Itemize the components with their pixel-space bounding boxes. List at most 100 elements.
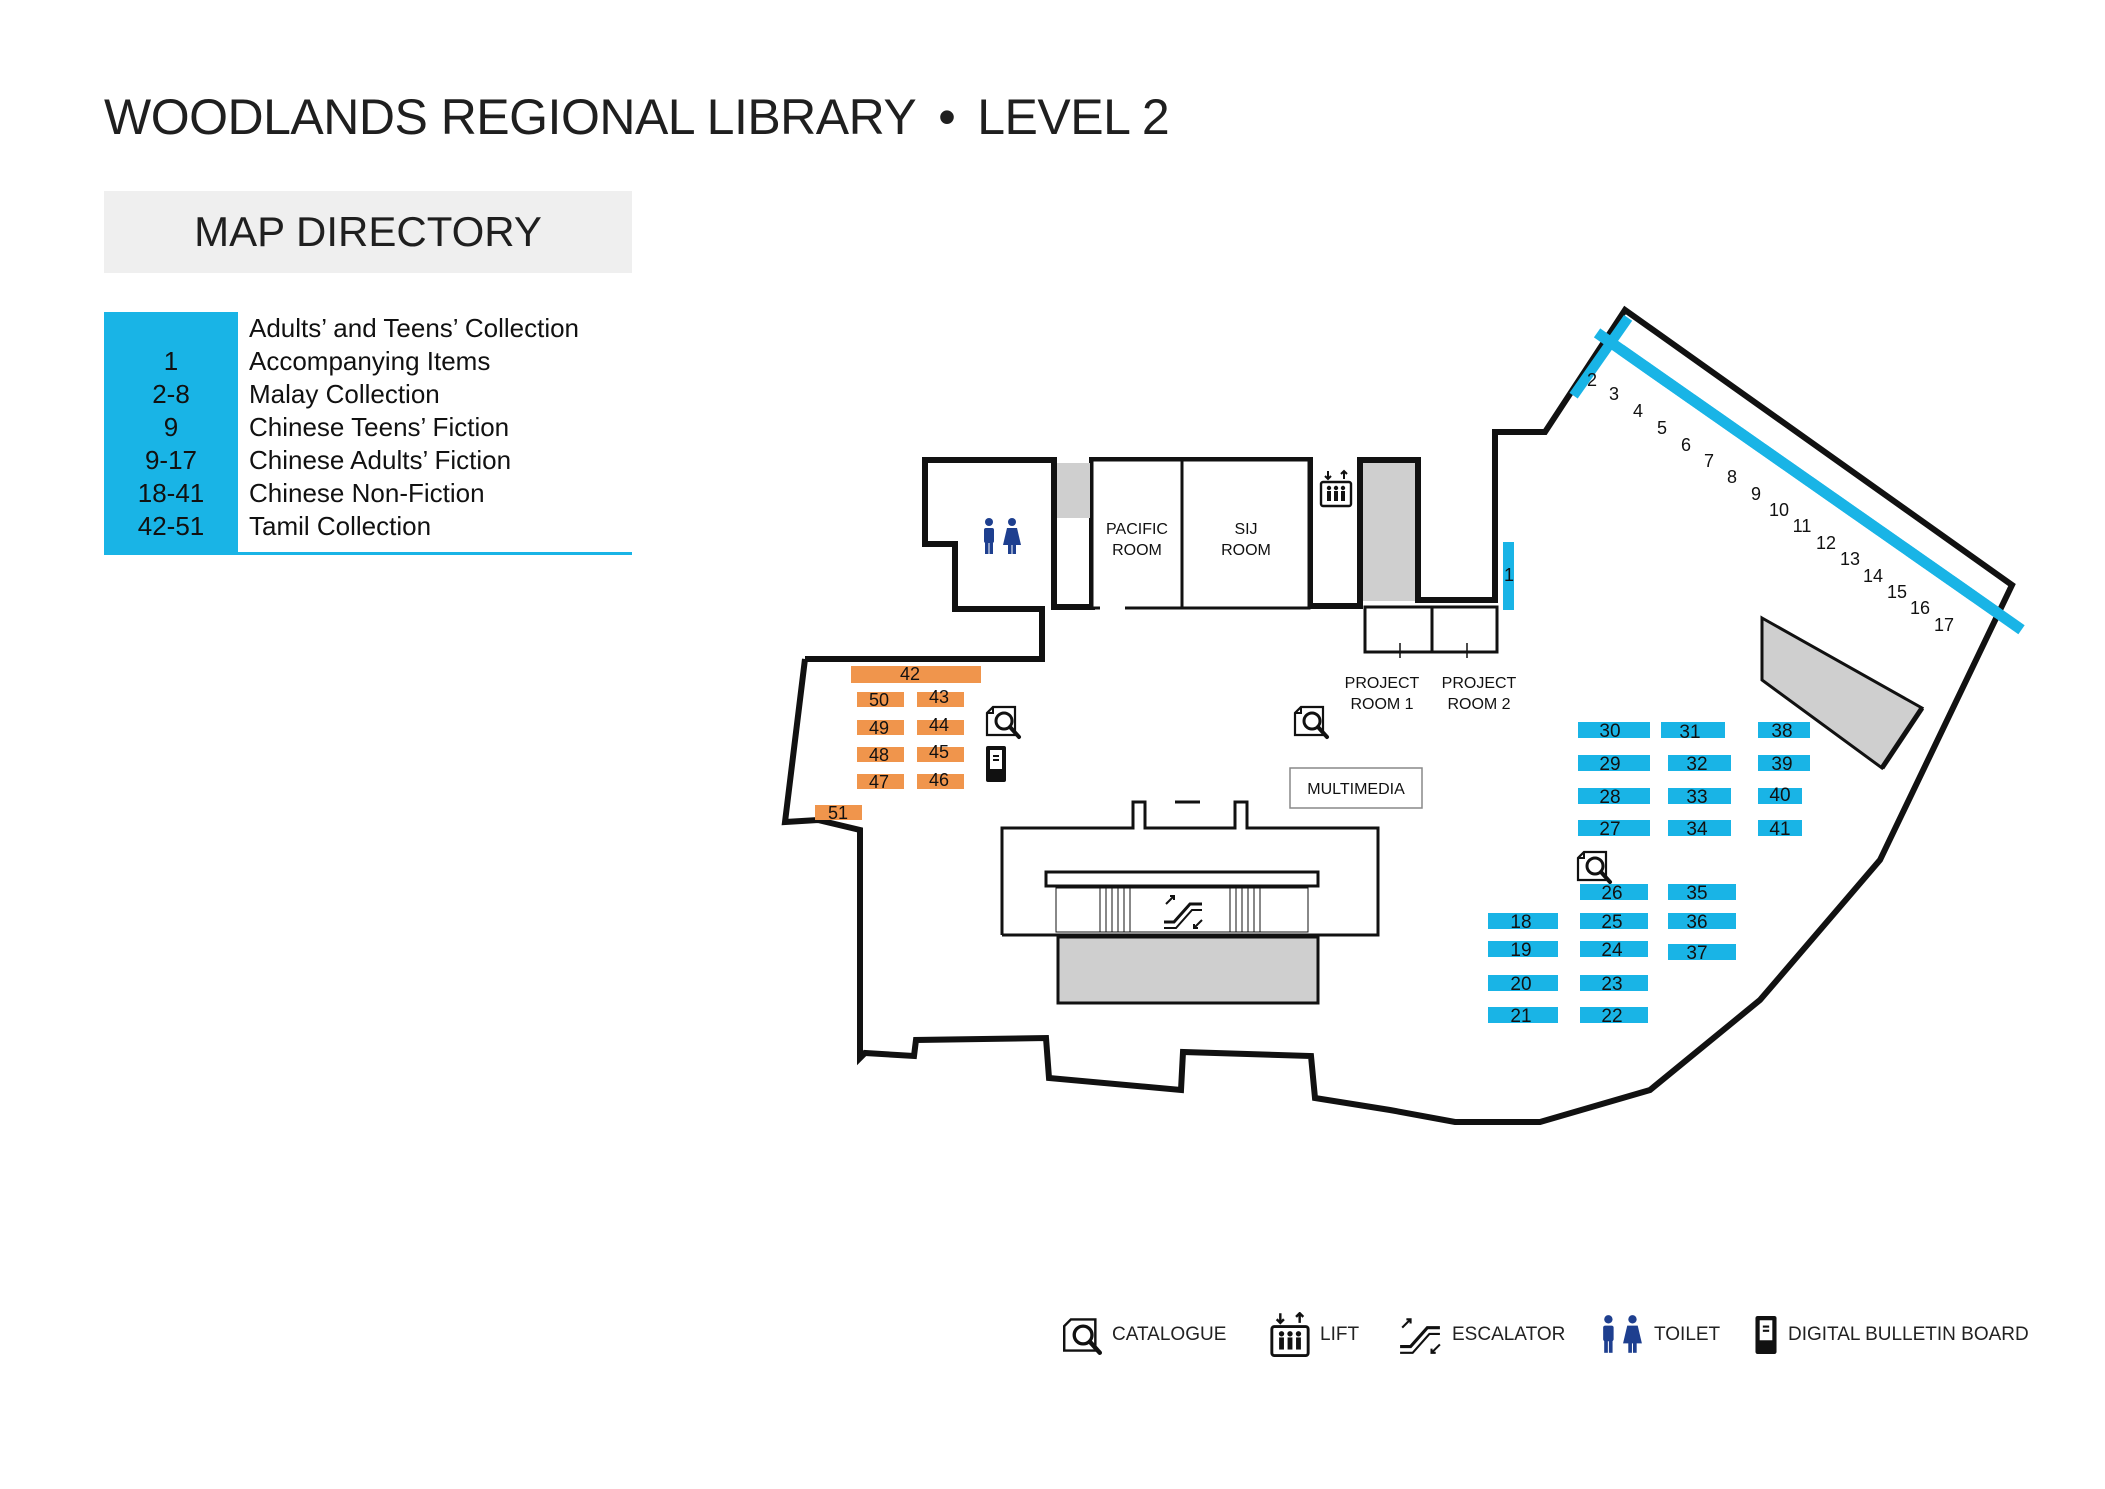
directory-code: 9 bbox=[163, 412, 179, 442]
shelf-31 bbox=[1661, 722, 1725, 738]
shelf-label: 33 bbox=[1686, 787, 1707, 808]
shelf-20 bbox=[1488, 975, 1558, 991]
legend-catalogue: CATALOGUE bbox=[1062, 1310, 1226, 1360]
shelf-label: 25 bbox=[1601, 912, 1622, 933]
legend-lift: LIFT bbox=[1270, 1310, 1359, 1360]
shelf-label: 16 bbox=[1910, 598, 1930, 618]
shelf-label: 2 bbox=[1587, 370, 1597, 390]
directory-label: Chinese Adults’ Fiction bbox=[249, 445, 512, 475]
lift-icon bbox=[1270, 1312, 1310, 1358]
directory-row: 9 Chinese Teens’ Fiction bbox=[104, 411, 632, 444]
shelf-50 bbox=[857, 692, 904, 707]
shelf-22 bbox=[1580, 1007, 1648, 1023]
shelf-label: 30 bbox=[1599, 721, 1620, 742]
catalogue-icon bbox=[1063, 1318, 1102, 1355]
title-separator: • bbox=[938, 89, 956, 145]
tamil-shelf-group bbox=[815, 692, 964, 820]
diagonal-shelf bbox=[1947, 575, 2025, 635]
shelf-25 bbox=[1580, 913, 1648, 929]
legend-label: ESCALATOR bbox=[1452, 1324, 1566, 1345]
project-room-1-label: PROJECT bbox=[1345, 675, 1420, 692]
map-directory-table: Adults’ and Teens’ Collection 1 Accompan… bbox=[104, 312, 632, 555]
page-title: WOODLANDS REGIONAL LIBRARY • LEVEL 2 bbox=[104, 88, 1170, 146]
shelf-32 bbox=[1668, 755, 1731, 771]
digital-bulletin-board-icon bbox=[1755, 1316, 1777, 1354]
directory-code-column bbox=[104, 312, 238, 552]
interior-wall bbox=[1879, 706, 1925, 770]
shelf-34 bbox=[1668, 820, 1731, 836]
shelf-28 bbox=[1578, 788, 1650, 804]
shelf-label: 36 bbox=[1686, 912, 1707, 933]
shelf-26 bbox=[1580, 884, 1648, 900]
shelf-label: 44 bbox=[929, 715, 949, 735]
legend-label: TOILET bbox=[1654, 1324, 1721, 1345]
sij-room-label: ROOM bbox=[1221, 542, 1271, 559]
legend-label: DIGITAL BULLETIN BOARD bbox=[1788, 1324, 2029, 1345]
shelf-46 bbox=[917, 774, 964, 789]
shelf-33 bbox=[1668, 788, 1731, 804]
directory-row: 9-17 Chinese Adults’ Fiction bbox=[104, 444, 632, 477]
catalogue-icon bbox=[1293, 705, 1329, 739]
shelf-44 bbox=[917, 720, 964, 735]
project-room-2 bbox=[1430, 605, 1499, 654]
shelf-label: 32 bbox=[1686, 754, 1707, 775]
shelf-21 bbox=[1488, 1007, 1558, 1023]
shelf-label: 38 bbox=[1771, 721, 1792, 742]
shelf-label: 34 bbox=[1686, 819, 1708, 840]
shelf-label: 24 bbox=[1601, 940, 1623, 961]
shelf-label: 18 bbox=[1510, 912, 1531, 933]
catalogue-icon bbox=[985, 705, 1021, 739]
shelf-label: 10 bbox=[1769, 500, 1789, 520]
shelf-48 bbox=[857, 747, 904, 762]
directory-label: Tamil Collection bbox=[249, 511, 432, 541]
directory-row: 42-51 Tamil Collection bbox=[104, 510, 632, 543]
shelf-label: 28 bbox=[1599, 787, 1620, 808]
shelf-label: 46 bbox=[929, 770, 949, 790]
legend-label: LIFT bbox=[1320, 1324, 1360, 1345]
diagonal-shelf-group bbox=[1593, 328, 2025, 635]
shelf-label: 35 bbox=[1686, 883, 1707, 904]
digital-bulletin-board-icon bbox=[986, 746, 1006, 782]
shelf-label: 12 bbox=[1816, 533, 1836, 553]
escalator-step-lines bbox=[1099, 888, 1261, 932]
shelf-label: 50 bbox=[869, 690, 889, 710]
outer-wall bbox=[781, 305, 2016, 1125]
shelf-label: 17 bbox=[1934, 615, 1954, 635]
shelf-label: 11 bbox=[1793, 516, 1812, 536]
project-room-2-label: PROJECT bbox=[1442, 675, 1517, 692]
directory-code: 9-17 bbox=[144, 445, 198, 475]
pacific-room-label: PACIFIC bbox=[1106, 521, 1168, 538]
shelf-19 bbox=[1488, 941, 1558, 957]
directory-row: 1 Accompanying Items bbox=[104, 345, 632, 378]
shelf-label: 31 bbox=[1679, 722, 1700, 743]
escalator-service-area bbox=[1056, 935, 1320, 1005]
service-area-1 bbox=[1057, 463, 1090, 518]
shelf-label: 13 bbox=[1840, 549, 1860, 569]
library-name: WOODLANDS REGIONAL LIBRARY bbox=[104, 89, 917, 145]
pacific-room-label: ROOM bbox=[1112, 542, 1162, 559]
directory-code: 18-41 bbox=[137, 478, 205, 508]
lift-icon bbox=[1319, 469, 1353, 508]
escalator-top bbox=[1044, 870, 1320, 888]
shelf-label: 21 bbox=[1510, 1006, 1531, 1027]
floor-wall bbox=[805, 609, 1042, 659]
shelf-label: 41 bbox=[1769, 819, 1790, 840]
legend-digital-bulletin-board: DIGITAL BULLETIN BOARD bbox=[1754, 1310, 2029, 1360]
shelf-2-edge bbox=[1569, 315, 1633, 399]
shelf-label: 39 bbox=[1771, 754, 1792, 775]
toilet-icon bbox=[984, 518, 1021, 554]
level-name: LEVEL 2 bbox=[977, 89, 1170, 145]
pacific-room bbox=[1090, 458, 1184, 610]
project-room-2-label: ROOM 2 bbox=[1447, 696, 1510, 713]
toilet-icon bbox=[1603, 1315, 1642, 1353]
directory-label: Chinese Non-Fiction bbox=[249, 478, 485, 508]
project-room-1 bbox=[1363, 605, 1434, 654]
sij-room-label: SIJ bbox=[1234, 521, 1257, 538]
directory-row: Adults’ and Teens’ Collection bbox=[104, 312, 632, 345]
directory-code: 2-8 bbox=[152, 379, 190, 409]
shelf-label: 9 bbox=[1751, 484, 1761, 504]
shelf-36 bbox=[1668, 913, 1736, 929]
shelf-label: 49 bbox=[869, 718, 889, 738]
directory-label: Accompanying Items bbox=[249, 346, 491, 376]
